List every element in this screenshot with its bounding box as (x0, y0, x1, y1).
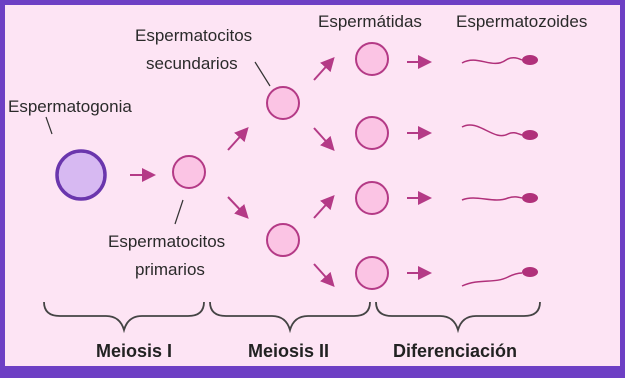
cell-spermatid-1 (355, 42, 389, 76)
pointer-line-espermatogonia (45, 116, 53, 135)
cell-secondary-spermatocyte-bottom (266, 223, 300, 257)
cell-spermatogonia (55, 149, 107, 201)
cell-secondary-spermatocyte-top (266, 86, 300, 120)
label-primarios-line1: Espermatocitos (108, 232, 225, 251)
label-espermatidas: Espermátidas (318, 12, 422, 31)
arrow-to-secondary-bottom (227, 196, 249, 219)
arrow-to-spermatid-4 (313, 263, 335, 287)
stage-label-meiosis1: Meiosis I (96, 341, 172, 361)
cell-spermatid-4 (355, 256, 389, 290)
stage-label-meiosis2: Meiosis II (248, 341, 329, 361)
pointer-line-primarios (174, 199, 184, 225)
label-espermatozoides: Espermatozoides (456, 12, 587, 31)
stage-label-diferenciacion: Diferenciación (393, 341, 517, 361)
arrow-to-spermatid-2 (313, 127, 335, 151)
diagram-background (5, 5, 620, 366)
pointer-line-secundarios (254, 61, 271, 87)
cell-spermatid-2 (355, 116, 389, 150)
label-secundarios-line2: secundarios (146, 54, 238, 73)
label-primarios-line2: primarios (135, 260, 205, 279)
arrow-to-spermatid-3 (313, 195, 335, 219)
label-secundarios-line1: Espermatocitos (135, 26, 252, 45)
brace-meiosis2 (209, 301, 371, 334)
arrow-to-secondary-top (227, 127, 249, 151)
sperm-4 (461, 267, 538, 287)
brace-meiosis1 (43, 301, 205, 334)
cell-primary-spermatocyte (172, 155, 206, 189)
arrow-to-spermatid-1 (313, 57, 335, 81)
label-espermatogonia: Espermatogonia (8, 97, 132, 116)
sperm-2 (461, 124, 538, 140)
cell-spermatid-3 (355, 181, 389, 215)
sperm-1 (461, 55, 538, 65)
brace-diferenciacion (375, 301, 541, 334)
sperm-3 (461, 193, 538, 203)
